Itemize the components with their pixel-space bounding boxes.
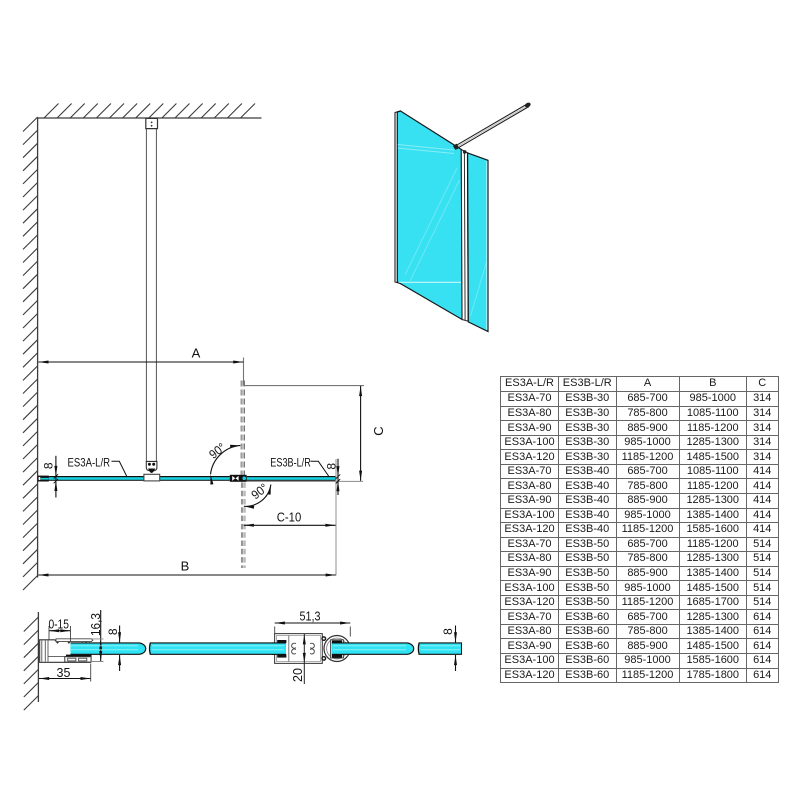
svg-text:B: B [181,559,190,574]
svg-text:20: 20 [291,668,305,682]
svg-text:35: 35 [57,666,71,680]
svg-text:ES3B-L/R: ES3B-L/R [270,455,311,469]
svg-text:0-15: 0-15 [48,617,69,631]
svg-text:90°: 90° [206,440,228,461]
svg-text:16,3: 16,3 [89,613,103,636]
svg-text:A: A [192,346,201,361]
svg-text:C-10: C-10 [277,509,302,524]
svg-text:51,3: 51,3 [300,609,321,623]
svg-text:8: 8 [325,463,339,470]
svg-text:ES3A-L/R: ES3A-L/R [68,456,111,470]
svg-text:8: 8 [441,628,455,635]
svg-text:90°: 90° [249,481,271,502]
svg-text:C: C [371,426,386,435]
svg-text:8: 8 [41,462,55,469]
svg-text:8: 8 [106,628,120,635]
